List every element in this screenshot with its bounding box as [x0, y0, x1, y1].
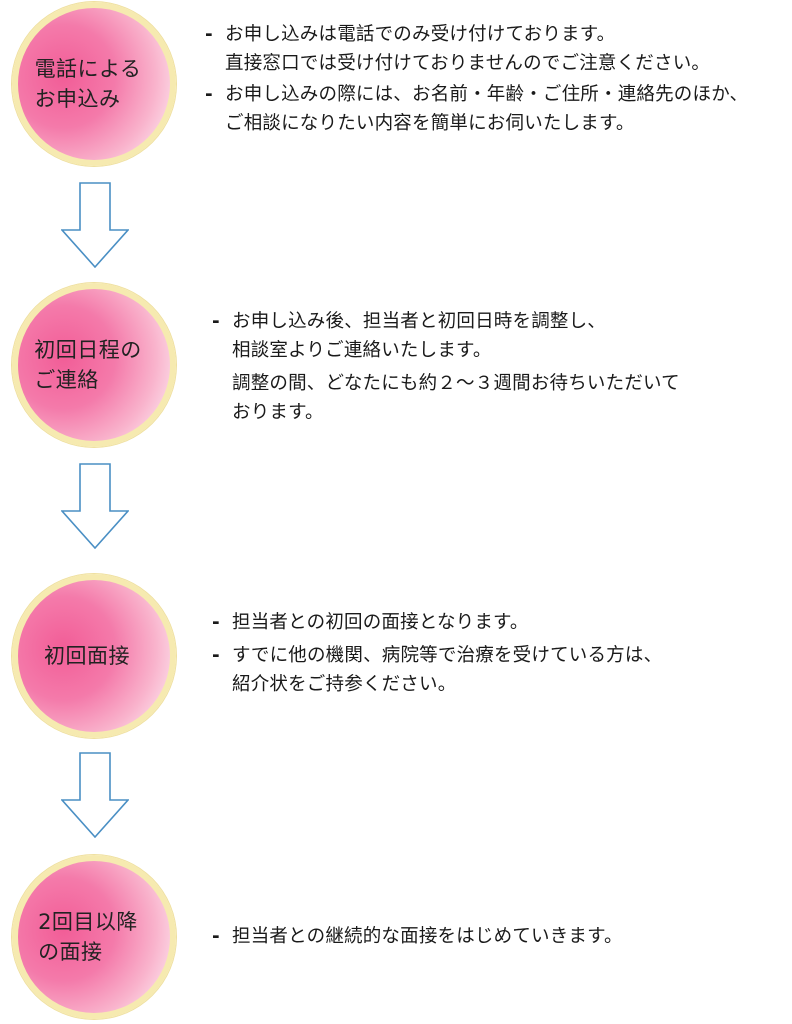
bullet-dash: -: [212, 926, 220, 947]
bullet-line: 紹介状をご持参ください。: [232, 674, 457, 695]
bullet-line: ご相談になりたい内容を簡単にお伺いたします。: [225, 113, 635, 134]
step-3-bullet-2: - すでに他の機関、病院等で治療を受けている方は、 紹介状をご持参ください。: [210, 641, 662, 699]
bullet-line: 担当者との継続的な面接をはじめていきます。: [232, 926, 623, 947]
step-1-label: 電話による お申込み: [34, 57, 142, 111]
step-3-circle: 初回面接: [12, 574, 176, 738]
down-arrow-icon: [61, 463, 129, 549]
bullet-dash: -: [212, 612, 220, 633]
step-2-note: 調整の間、どなたにも約２〜３週間お待ちいただいて おります。: [210, 369, 680, 427]
step-2-bullet-1: - お申し込み後、担当者と初回日時を調整し、 相談室よりご連絡いたします。: [210, 307, 680, 365]
down-arrow-icon: [61, 752, 129, 838]
bullet-line: 担当者との初回の面接となります。: [232, 612, 529, 633]
bullet-dash: -: [212, 645, 220, 666]
step-4-label: 2回目以降 の面接: [38, 910, 138, 964]
step-1-description: - お申し込みは電話でのみ受け付けております。 直接窓口では受け付けておりません…: [203, 20, 748, 138]
bullet-dash: -: [205, 24, 213, 45]
step-4-circle: 2回目以降 の面接: [12, 855, 176, 1019]
step-3-label: 初回面接: [44, 644, 130, 668]
note-line: 調整の間、どなたにも約２〜３週間お待ちいただいて: [232, 373, 680, 394]
bullet-line: お申し込みの際には、お名前・年齢・ご住所・連絡先のほか、: [225, 84, 749, 105]
step-4-description: - 担当者との継続的な面接をはじめていきます。: [210, 922, 623, 951]
bullet-line: お申し込みは電話でのみ受け付けております。: [225, 24, 616, 45]
down-arrow-icon: [61, 182, 129, 268]
bullet-line: お申し込み後、担当者と初回日時を調整し、: [232, 311, 607, 332]
bullet-line: すでに他の機関、病院等で治療を受けている方は、: [232, 645, 663, 666]
step-1-circle: 電話による お申込み: [12, 2, 176, 166]
bullet-line: 直接窓口では受け付けておりませんのでご注意ください。: [225, 53, 711, 74]
step-2-label: 初回日程の ご連絡: [34, 338, 142, 392]
step-3-description: - 担当者との初回の面接となります。 - すでに他の機関、病院等で治療を受けてい…: [210, 608, 662, 699]
step-3-bullet-1: - 担当者との初回の面接となります。: [210, 608, 662, 637]
step-1-bullet-2: - お申し込みの際には、お名前・年齢・ご住所・連絡先のほか、 ご相談になりたい内…: [203, 80, 748, 138]
step-2-description: - お申し込み後、担当者と初回日時を調整し、 相談室よりご連絡いたします。 調整…: [210, 307, 680, 427]
bullet-dash: -: [212, 311, 220, 332]
step-2-circle: 初回日程の ご連絡: [12, 283, 176, 447]
step-1-bullet-1: - お申し込みは電話でのみ受け付けております。 直接窓口では受け付けておりません…: [203, 20, 748, 78]
bullet-line: 相談室よりご連絡いたします。: [232, 340, 492, 361]
step-4-bullet-1: - 担当者との継続的な面接をはじめていきます。: [210, 922, 623, 951]
note-line: おります。: [232, 402, 324, 423]
bullet-dash: -: [205, 84, 213, 105]
